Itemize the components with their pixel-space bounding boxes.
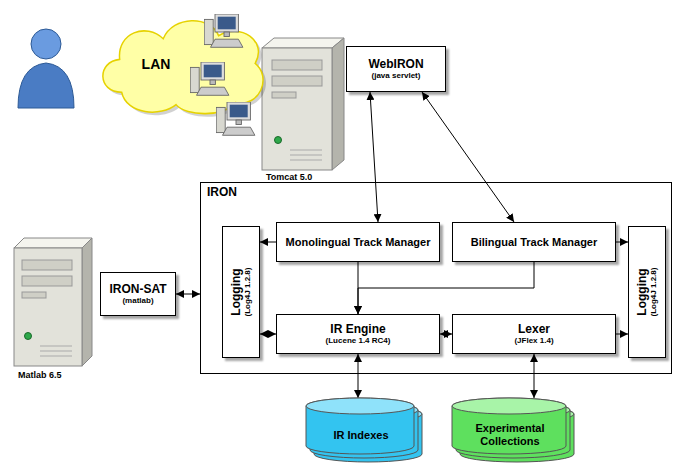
cylinder-top [306, 398, 414, 414]
component-box: WebIRON(java servlet) [346, 46, 446, 92]
node-subtitle: (Log4J 1.2.8) [649, 268, 658, 317]
cloud-shape [92, 10, 270, 118]
node-title: Bilingual Track Manager [471, 236, 598, 249]
user-head [31, 29, 61, 59]
server-tower [262, 38, 344, 170]
node-title: IR Indexes [333, 429, 388, 442]
connector-arrow [440, 334, 452, 335]
connector-arrow [422, 92, 514, 222]
node-subtitle: (JFlex 1.4) [514, 336, 553, 345]
computer-icon [190, 62, 229, 95]
connector-arrow [260, 334, 276, 335]
system-frame: IRONLogging(Log4J 1.2.8)Monolingual Trac… [200, 182, 672, 374]
database-cylinder: IR Indexes [306, 398, 424, 462]
component-box: IRON-SAT(matlab) [100, 272, 176, 316]
computer-icon [216, 102, 255, 135]
node-title: IRON-SAT [109, 283, 166, 297]
server-tower [14, 238, 92, 366]
computer-icon [204, 14, 243, 47]
node-subtitle: (Log4J 1.2.8) [243, 268, 252, 317]
node-title: Lexer [518, 323, 550, 337]
logging-box: Logging(Log4J 1.2.8) [222, 226, 260, 358]
component-box: Bilingual Track Manager [452, 222, 616, 262]
connector-arrow [358, 262, 534, 314]
database-cylinder: Experimental Collections [452, 398, 576, 462]
component-box: IR Engine(Lucene 1.4 RC4) [276, 314, 440, 354]
connector-arrow [370, 92, 378, 222]
node-title: WebIRON [368, 58, 423, 72]
node-subtitle: (Lucene 1.4 RC4) [326, 336, 391, 345]
component-box: Lexer(JFlex 1.4) [452, 314, 616, 354]
node-title: IR Engine [330, 323, 385, 337]
node-subtitle: (matlab) [122, 296, 153, 305]
node-title: Experimental Collections [456, 422, 564, 447]
connector-arrow [176, 294, 200, 295]
node-title: LAN [142, 56, 171, 72]
component-box: Monolingual Track Manager [276, 222, 440, 262]
connector-arrow [358, 354, 359, 398]
server-label: Matlab 6.5 [18, 370, 62, 380]
user-icon [18, 29, 74, 108]
cloud-outline [103, 21, 263, 114]
user-body [18, 63, 74, 108]
node-title: Monolingual Track Manager [286, 236, 431, 249]
node-title: Logging [230, 268, 244, 315]
connector-arrow [616, 334, 628, 335]
cylinder-top [452, 398, 566, 414]
cylinder-body [306, 398, 414, 454]
connector-arrow [534, 354, 535, 398]
server-label: Tomcat 5.0 [266, 172, 312, 182]
rotated-label: Logging(Log4J 1.2.8) [222, 226, 260, 358]
node-title: Logging [636, 268, 650, 315]
rotated-label: Logging(Log4J 1.2.8) [628, 226, 666, 358]
connector-arrow [260, 242, 276, 243]
node-subtitle: (java servlet) [372, 71, 421, 80]
logging-box: Logging(Log4J 1.2.8) [628, 226, 666, 358]
cylinder-body [452, 398, 566, 454]
connector-arrow [616, 242, 628, 243]
network-cloud: LAN [92, 10, 270, 118]
node-title: IRON [207, 186, 665, 200]
